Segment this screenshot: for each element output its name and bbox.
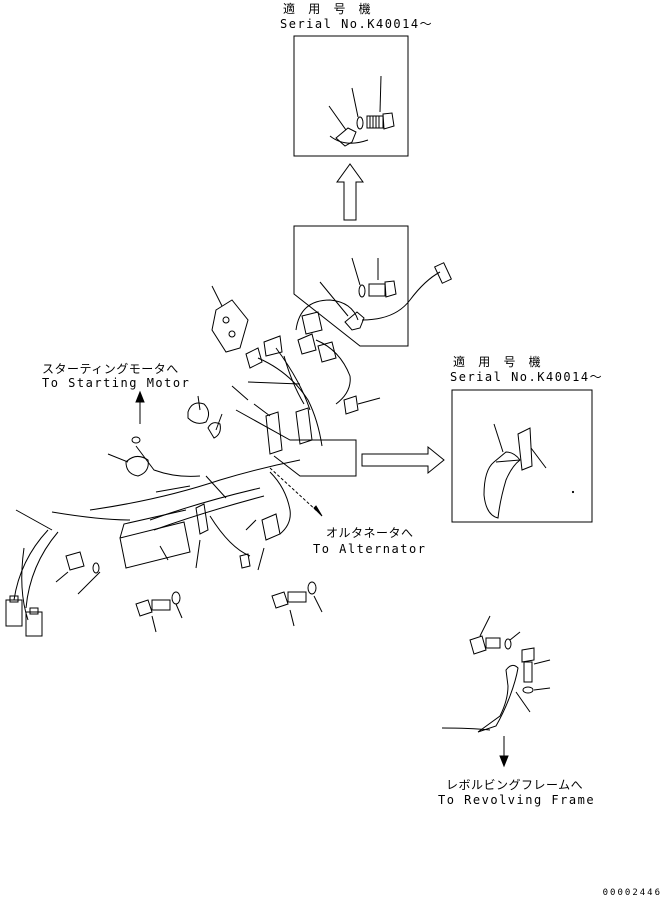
document-number: 00002446 <box>602 888 662 898</box>
arrow-right-icon <box>362 447 444 473</box>
alternator-jp: オルタネータへ <box>326 526 414 540</box>
serial-top-jp: 適 用 号 機 <box>283 2 374 16</box>
revolving-frame-en: To Revolving Frame <box>438 793 596 807</box>
detail-box-right <box>452 390 592 522</box>
detail-box-middle <box>294 226 451 346</box>
starting-motor-jp: スターティングモータへ <box>42 362 179 376</box>
ground-strap-assembly <box>442 616 550 766</box>
wiring-harness-assembly <box>6 286 380 636</box>
arrow-up-icon <box>337 164 363 220</box>
revolving-frame-jp: レボルビングフレームへ <box>446 778 584 792</box>
serial-right-jp: 適 用 号 機 <box>453 355 544 369</box>
detail-box-top <box>294 36 408 156</box>
alternator-en: To Alternator <box>313 542 427 556</box>
serial-top-en: Serial No.K40014～ <box>280 17 434 31</box>
starting-motor-en: To Starting Motor <box>42 376 191 390</box>
serial-right-en: Serial No.K40014～ <box>450 370 604 384</box>
